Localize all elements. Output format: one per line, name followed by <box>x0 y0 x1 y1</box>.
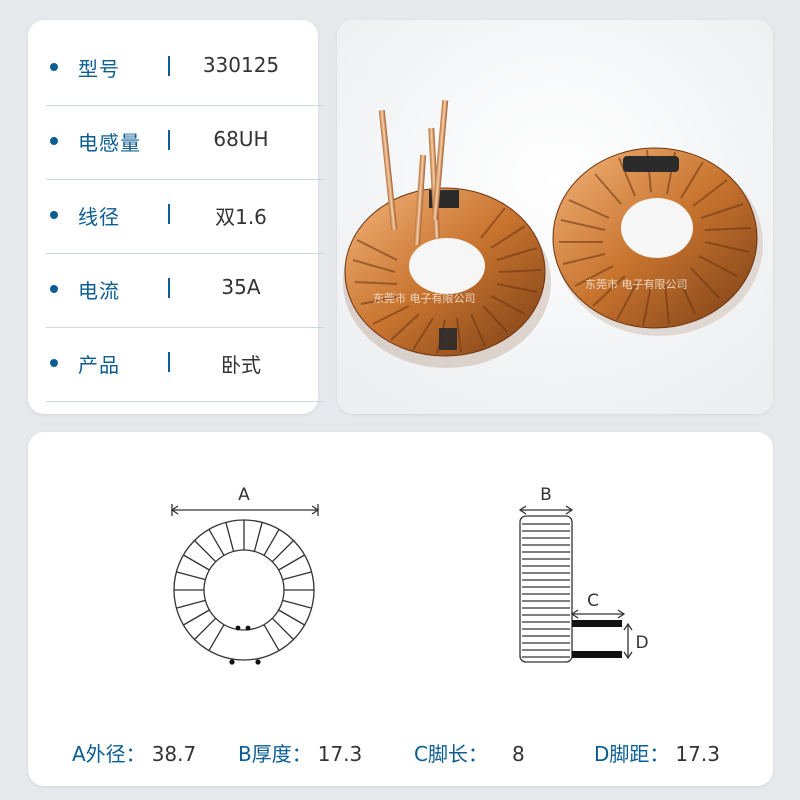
spec-label: 电流 <box>78 279 120 303</box>
bullet-icon <box>50 137 58 145</box>
label-a: A <box>238 485 250 505</box>
toroid-front-view <box>170 504 320 661</box>
winding-line <box>176 571 206 581</box>
spec-card: 型号 330125 电感量 68UH 线径 双1.6 电流 35A 产品 卧式 <box>28 20 324 414</box>
spec-label: 线径 <box>78 205 120 229</box>
right-inductor <box>552 147 763 336</box>
winding-line <box>278 554 305 571</box>
bullet-icon <box>50 211 58 219</box>
bullet-icon <box>50 63 58 71</box>
spec-value: 330125 <box>202 53 280 77</box>
divider <box>46 105 324 106</box>
watermark: 东莞市 电子有限公司 <box>585 277 688 291</box>
label-d: D <box>635 633 648 653</box>
separator <box>168 278 170 298</box>
toroid-side-view <box>518 505 633 663</box>
winding-line <box>282 599 312 609</box>
winding-line <box>278 609 305 626</box>
label-b: B <box>540 485 552 505</box>
winding-line <box>263 624 280 651</box>
separator <box>168 204 170 224</box>
dimension-d: D脚距：17.3 <box>594 738 720 767</box>
spec-label: 产品 <box>78 353 120 377</box>
separator <box>168 130 170 150</box>
spec-value: 卧式 <box>221 353 261 377</box>
spec-row-product: 产品 卧式 <box>46 328 324 402</box>
winding-line <box>271 617 294 640</box>
bullet-icon <box>50 359 58 367</box>
dimension-diagram-card: A B C D A外径：38.7 B厚度：17.3 C脚长：8 D脚距：17.3 <box>28 432 773 786</box>
product-photo-card: 东莞市 电子有限公司 东莞市 电子有限公司 <box>337 20 773 414</box>
dimension-label: B厚度： <box>238 742 312 766</box>
winding-line <box>263 529 280 556</box>
winding-line <box>194 540 217 563</box>
winding-line <box>208 624 225 651</box>
spec-row-inductance: 电感量 68UH <box>46 106 324 180</box>
left-inductor <box>343 99 551 368</box>
spec-value: 双1.6 <box>215 205 267 229</box>
winding-line <box>194 617 217 640</box>
watermark: 东莞市 电子有限公司 <box>373 291 476 305</box>
dimension-value: 17.3 <box>675 742 720 766</box>
separator <box>168 56 170 76</box>
label-c: C <box>587 591 599 611</box>
dimension-value: 38.7 <box>151 742 197 766</box>
divider <box>46 401 324 402</box>
spec-label: 电感量 <box>78 131 141 155</box>
dimension-c: C脚长： 8 <box>414 738 525 767</box>
separator <box>168 352 170 372</box>
spec-value: 35A <box>221 275 261 299</box>
dimension-diagram: A B C D <box>170 485 649 665</box>
dimension-value: 8 <box>511 742 525 766</box>
dimension-label: C脚长： <box>414 742 488 766</box>
winding-line <box>282 571 312 581</box>
spec-row-current: 电流 35A <box>46 254 324 328</box>
winding-line <box>176 599 206 609</box>
spec-value: 68UH <box>213 127 269 151</box>
pin-bottom <box>572 651 622 658</box>
spec-label: 型号 <box>78 57 120 81</box>
dimension-b: B厚度：17.3 <box>238 738 362 767</box>
divider <box>46 253 324 254</box>
winding-line <box>225 522 235 552</box>
winding-line <box>271 540 294 563</box>
spec-row-model: 型号 330125 <box>46 32 324 106</box>
dimension-a: A外径：38.7 <box>72 738 196 767</box>
dimension-label: D脚距： <box>594 742 670 766</box>
divider <box>46 179 324 180</box>
winding-line <box>208 529 225 556</box>
winding-line <box>183 554 210 571</box>
divider <box>46 327 324 328</box>
winding-line <box>253 522 263 552</box>
product-photo: 东莞市 电子有限公司 东莞市 电子有限公司 <box>337 20 773 414</box>
dimension-label: A外径： <box>72 742 146 766</box>
pin-top <box>572 620 622 627</box>
winding-line <box>183 609 210 626</box>
spec-row-wire: 线径 双1.6 <box>46 180 324 254</box>
dimension-value: 17.3 <box>317 742 363 766</box>
bullet-icon <box>50 285 58 293</box>
